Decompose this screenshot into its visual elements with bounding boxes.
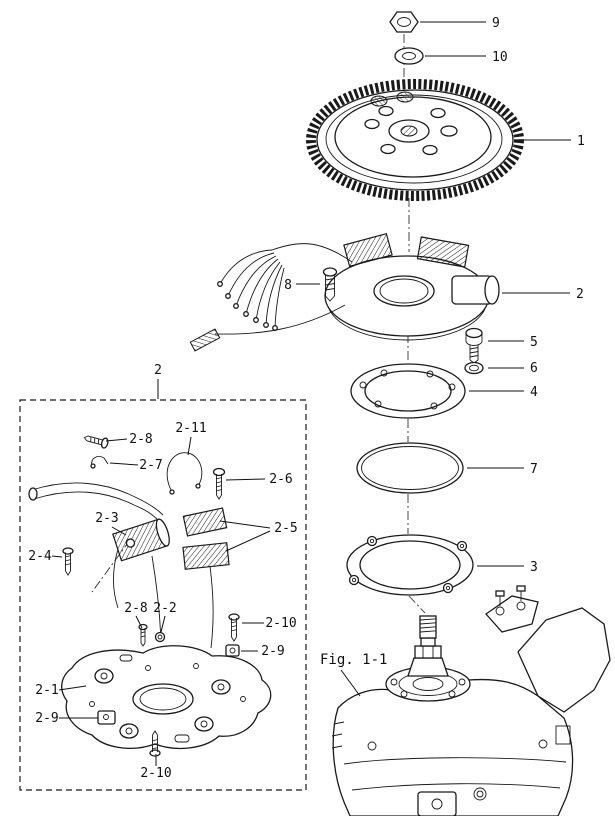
o-ring-part — [356, 442, 464, 494]
callout-1: 1 — [577, 134, 585, 149]
callout-4: 4 — [530, 385, 538, 400]
magneto-base-assembly-part — [189, 232, 500, 352]
callout-2-8-top: 2-8 — [129, 432, 152, 447]
callout-2-5: 2-5 — [274, 521, 297, 536]
callout-6: 6 — [530, 361, 538, 376]
engine-crankcase-figure — [331, 585, 611, 816]
bolt-5-part — [465, 327, 483, 364]
callout-2-9-right: 2-9 — [261, 644, 284, 659]
retainer-plate-part — [350, 363, 466, 419]
screw-8-part — [322, 267, 338, 302]
screw-2-8-mid — [138, 623, 148, 647]
figure-caption: Fig. 1-1 — [320, 652, 387, 668]
callout-2-3: 2-3 — [95, 511, 118, 526]
callout-3: 3 — [530, 560, 538, 575]
retainer-ring-part — [346, 534, 474, 596]
screw-2-10-bottom — [149, 730, 161, 757]
detail-assembly-drawing — [28, 435, 272, 757]
coil-2-5-lower — [182, 542, 230, 570]
screw-2-6 — [212, 467, 226, 500]
callout-2-9-left: 2-9 — [35, 711, 58, 726]
hex-nut-part — [389, 11, 419, 33]
grommet-2-2 — [154, 631, 166, 643]
callout-10: 10 — [492, 50, 508, 65]
lead-wire-2-11 — [166, 452, 203, 495]
washer-6-part — [464, 361, 484, 375]
coil-2-5-upper — [182, 507, 228, 537]
detail-box — [19, 379, 307, 791]
clip-2-9-right — [225, 644, 240, 657]
callout-2-6: 2-6 — [269, 472, 292, 487]
callout-2-2: 2-2 — [153, 601, 176, 616]
leader-lines — [51, 21, 571, 766]
callout-9: 9 — [492, 16, 500, 31]
washer-part — [394, 47, 424, 65]
coil-2-3 — [112, 518, 170, 562]
callout-8: 8 — [284, 278, 292, 293]
flywheel-part — [306, 79, 524, 201]
callout-2-7: 2-7 — [139, 458, 162, 473]
screw-2-4 — [62, 547, 74, 576]
callout-2-11: 2-11 — [175, 421, 206, 436]
callout-labels: 9 10 1 8 2 5 6 4 7 3 2 2-8 2-11 2-7 2-6 … — [28, 16, 585, 781]
base-plate-2-1 — [61, 645, 272, 750]
callout-7: 7 — [530, 462, 538, 477]
bracket-2-9-left — [97, 710, 116, 725]
detail-box-label: 2 — [154, 363, 162, 378]
callout-2-8-mid: 2-8 — [124, 601, 147, 616]
callout-2-10-bottom: 2-10 — [140, 766, 171, 781]
callout-2: 2 — [576, 287, 584, 302]
clamp-2-7 — [90, 455, 109, 469]
callout-2-4: 2-4 — [28, 549, 52, 564]
screw-2-10-right — [228, 613, 240, 642]
screw-2-8-top — [83, 435, 109, 449]
callout-2-10-right: 2-10 — [265, 616, 296, 631]
callout-5: 5 — [530, 335, 538, 350]
callout-2-1: 2-1 — [35, 683, 58, 698]
